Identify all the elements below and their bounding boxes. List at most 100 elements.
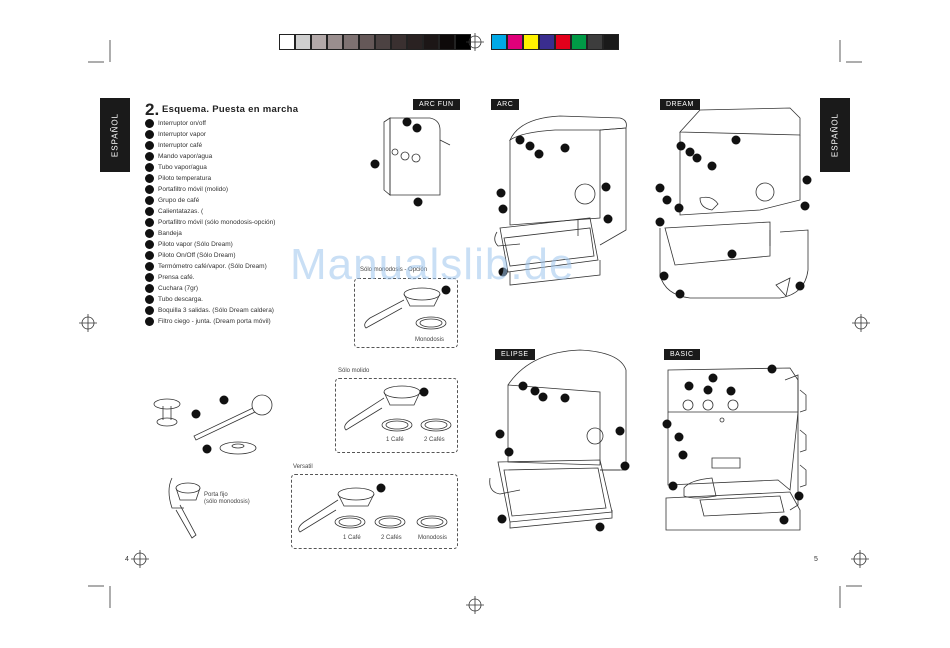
- elipse-machine-drawing: [489, 349, 627, 529]
- callout-marker: [498, 267, 508, 277]
- caption-solo-monodosis-opcion: Sólo monodosis - Opción: [360, 267, 428, 273]
- parts-list-item: Bandeja: [145, 228, 275, 239]
- callout-marker: [413, 197, 423, 207]
- portafilter-versatil-drawing: [298, 487, 448, 533]
- bullet-marker: [145, 185, 154, 194]
- callout-marker: [675, 289, 685, 299]
- parts-list-item: Grupo de café: [145, 195, 275, 206]
- parts-list-label: Bandeja: [158, 230, 182, 237]
- parts-list-item: Portafiltro móvil (molido): [145, 184, 275, 195]
- parts-list-item: Interruptor café: [145, 140, 275, 151]
- parts-list-item: Mando vapor/agua: [145, 151, 275, 162]
- registration-mark-top: [466, 33, 484, 51]
- model-label-arc-fun: ARC FUN: [413, 99, 460, 110]
- parts-list-item: Portafiltro móvil (sólo monodosis-opción…: [145, 217, 275, 228]
- caption-porta-fijo: Porta fijo: [204, 492, 228, 498]
- caption-solo-monodosis: (sólo monodosis): [204, 499, 250, 505]
- callout-marker: [685, 147, 695, 157]
- callout-marker: [202, 444, 212, 454]
- gray-swatch: [423, 34, 439, 50]
- callout-marker: [674, 203, 684, 213]
- bullet-marker: [145, 251, 154, 260]
- section-number: 2.: [145, 100, 160, 119]
- color-swatch: [603, 34, 619, 50]
- callout-marker: [595, 522, 605, 532]
- bullet-marker: [145, 284, 154, 293]
- caption-2-cafes-molido: 2 Cafés: [424, 437, 445, 443]
- parts-list-item: Calientatazas. (: [145, 206, 275, 217]
- callout-marker: [441, 285, 451, 295]
- callout-marker: [662, 419, 672, 429]
- caption-1-cafe-versatil: 1 Café: [343, 535, 361, 541]
- gray-swatch: [279, 34, 295, 50]
- callout-marker: [703, 385, 713, 395]
- section-title: Esquema. Puesta en marcha: [162, 104, 299, 115]
- coffee-tamper-drawing: [153, 398, 181, 427]
- parts-list-label: Interruptor vapor: [158, 131, 207, 138]
- bullet-marker: [145, 218, 154, 227]
- caption-versatil: Versatil: [293, 464, 313, 470]
- parts-list-label: Filtro ciego - junta. (Dream porta móvil…: [158, 318, 271, 325]
- bullet-marker: [145, 141, 154, 150]
- measuring-spoon-drawing: [193, 394, 273, 441]
- callout-marker: [525, 141, 535, 151]
- registration-mark-bottom-right: [851, 550, 869, 568]
- color-swatch: [587, 34, 603, 50]
- model-label-basic: BASIC: [664, 349, 700, 360]
- page-number-left: 4: [125, 556, 129, 563]
- parts-list-item: Tubo descarga.: [145, 294, 275, 305]
- callout-marker: [779, 515, 789, 525]
- gray-swatch: [343, 34, 359, 50]
- gray-swatch: [359, 34, 375, 50]
- color-swatch: [539, 34, 555, 50]
- arc-machine-drawing: [494, 115, 627, 286]
- callout-marker: [668, 481, 678, 491]
- color-swatch: [571, 34, 587, 50]
- language-tab-left: ESPAÑOL: [100, 98, 130, 172]
- parts-list-label: Piloto vapor (Sólo Dream): [158, 241, 233, 248]
- color-swatch: [491, 34, 507, 50]
- parts-list-label: Portafiltro móvil (sólo monodosis-opción…: [158, 219, 276, 226]
- parts-list-label: Mando vapor/agua: [158, 153, 213, 160]
- model-label-dream: DREAM: [660, 99, 700, 110]
- bullet-marker: [145, 317, 154, 326]
- callout-marker: [684, 381, 694, 391]
- dream-machine-drawing: [659, 107, 809, 299]
- monodosis-option-box: [354, 278, 458, 348]
- gray-swatch: [327, 34, 343, 50]
- callout-marker: [800, 201, 810, 211]
- callout-marker: [603, 214, 613, 224]
- callout-marker: [767, 364, 777, 374]
- parts-list-item: Tubo vapor/agua: [145, 162, 275, 173]
- color-swatch: [507, 34, 523, 50]
- callout-marker: [795, 281, 805, 291]
- bullet-marker: [145, 273, 154, 282]
- callout-marker: [731, 135, 741, 145]
- bullet-marker: [145, 174, 154, 183]
- bullet-marker: [145, 119, 154, 128]
- parts-list-label: Portafiltro móvil (molido): [158, 186, 229, 193]
- registration-mark-bottom-left: [131, 550, 149, 568]
- parts-list-item: Piloto vapor (Sólo Dream): [145, 239, 275, 250]
- portafilter-molido-drawing: [344, 385, 452, 432]
- callout-marker: [560, 393, 570, 403]
- versatil-box: [291, 474, 458, 549]
- bullet-marker: [145, 163, 154, 172]
- bullet-marker: [145, 240, 154, 249]
- callout-marker: [674, 432, 684, 442]
- callout-markers: [191, 117, 812, 532]
- parts-list-label: Boquilla 3 salidas. (Sólo Dream caldera): [158, 307, 274, 314]
- caption-monodosis: Monodosis: [415, 337, 445, 343]
- gray-swatch: [311, 34, 327, 50]
- gray-swatch: [391, 34, 407, 50]
- callout-marker: [601, 182, 611, 192]
- bullet-marker: [145, 130, 154, 139]
- gray-swatch: [407, 34, 423, 50]
- language-tab-right: ESPAÑOL: [820, 98, 850, 172]
- arc-fun-control-panel-drawing: [383, 117, 451, 196]
- callout-marker: [726, 386, 736, 396]
- callout-marker: [615, 426, 625, 436]
- model-label-arc: ARC: [491, 99, 520, 110]
- callout-marker: [419, 387, 429, 397]
- callout-marker: [518, 381, 528, 391]
